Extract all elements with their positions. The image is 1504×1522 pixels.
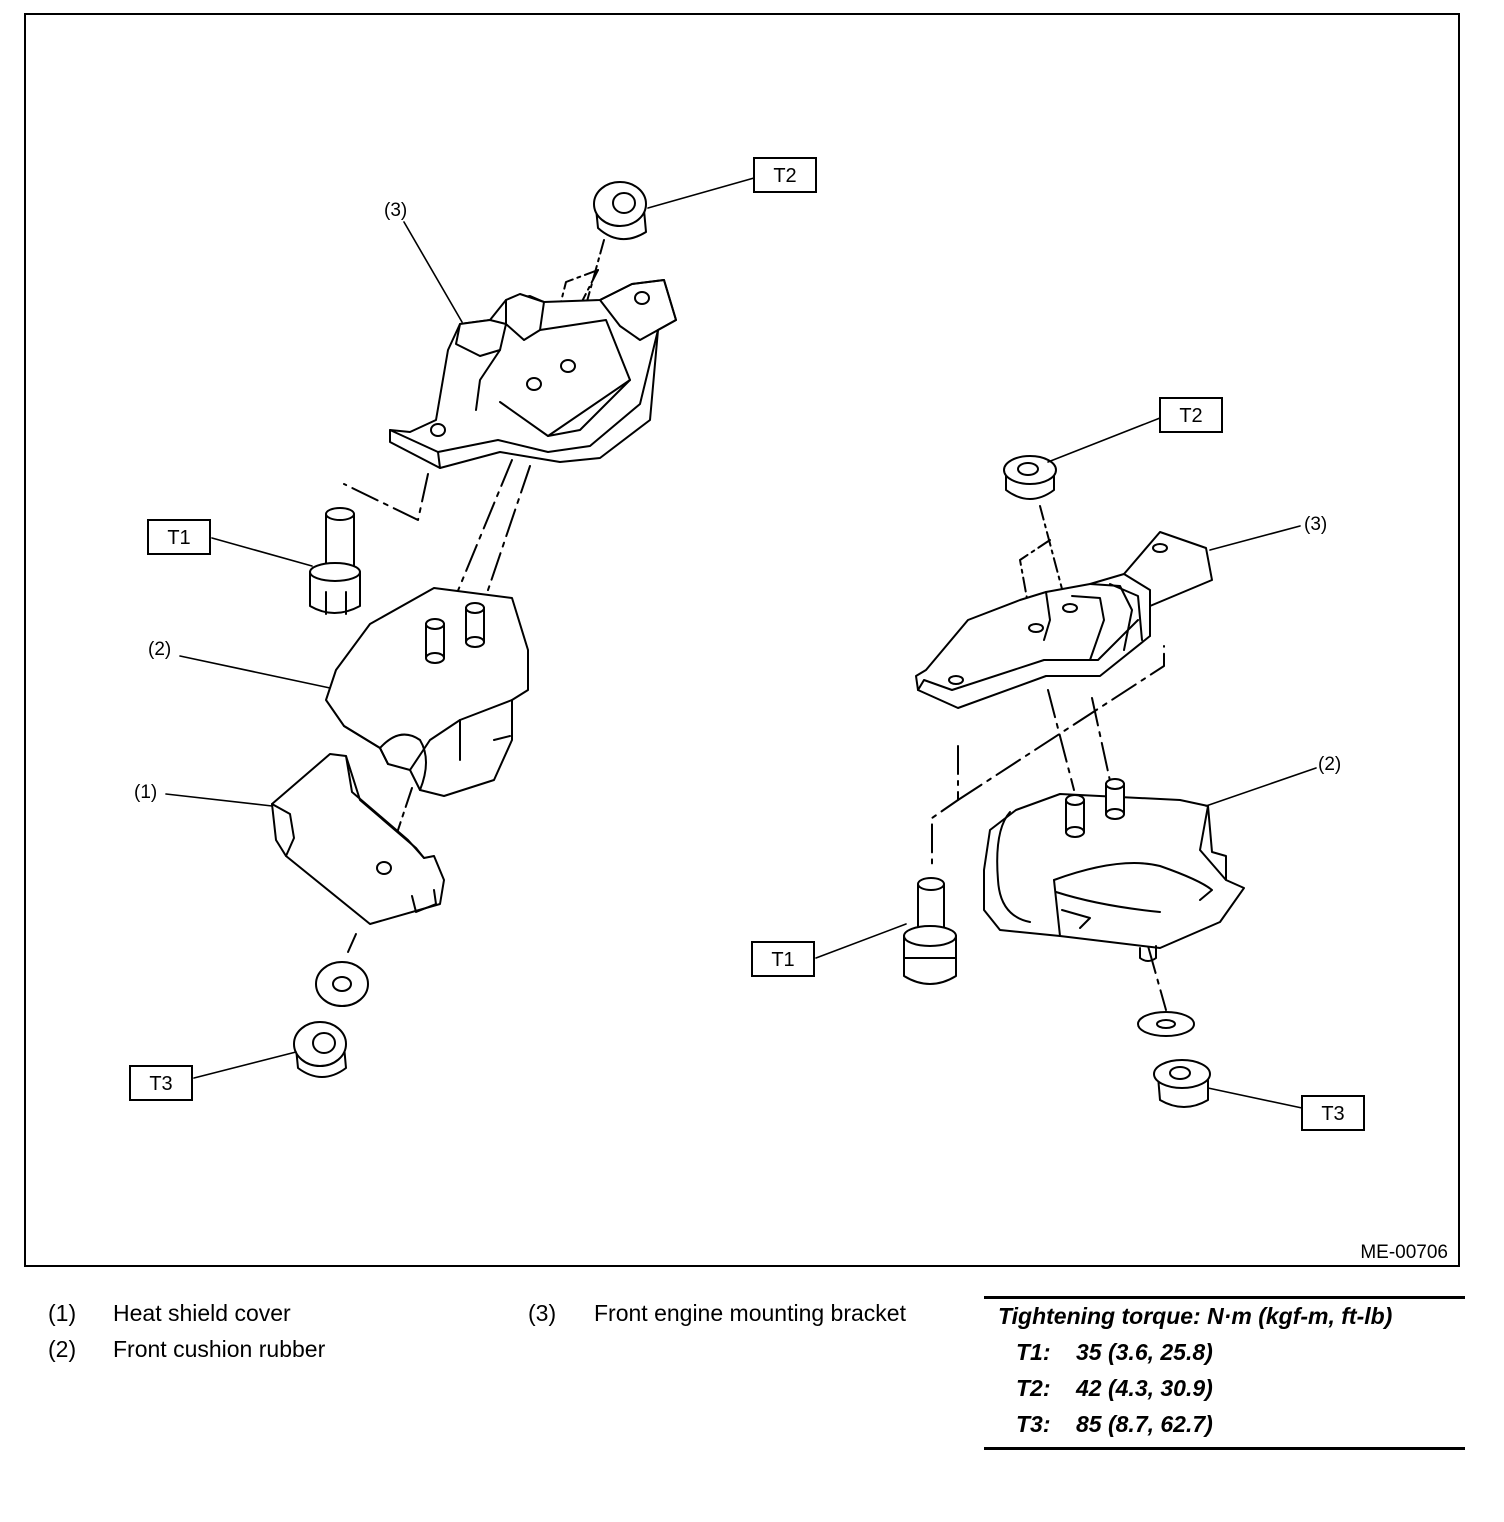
t2-box-left: [753, 157, 817, 193]
t2-label-left: T2: [773, 165, 796, 187]
t3-flange-nut-left: [293, 1021, 347, 1078]
t1-bolt-left: [309, 507, 361, 615]
cushion-rubber-right: [983, 778, 1245, 962]
cushion-rubber-left: [325, 587, 529, 797]
washer-left: [315, 961, 369, 1007]
heat-shield-cover-left: [271, 753, 445, 925]
callout-cushion-left: (2): [148, 639, 171, 660]
torque-row-t2: T2: 42 (4.3, 30.9): [1016, 1375, 1213, 1402]
t1-box-right: [751, 941, 815, 977]
torque-key: T3:: [1016, 1411, 1051, 1437]
torque-table: Tightening torque: N·m (kgf-m, ft-lb) T1…: [984, 1296, 1465, 1450]
mounting-bracket-left: [389, 279, 677, 469]
washer-right: [1137, 1011, 1195, 1037]
t1-bolt-right: [903, 877, 957, 985]
t1-box-left: [147, 519, 211, 555]
legend-number: (3): [528, 1300, 557, 1326]
callout-bracket-left: (3): [384, 200, 407, 221]
legend-number: (2): [48, 1336, 77, 1362]
torque-value: 42 (4.3, 30.9): [1076, 1375, 1213, 1401]
torque-row-t3: T3: 85 (8.7, 62.7): [1016, 1411, 1213, 1438]
figure-frame: [24, 13, 1460, 1267]
legend-text: Front cushion rubber: [113, 1336, 326, 1362]
t3-box-left: [129, 1065, 193, 1101]
torque-value: 85 (8.7, 62.7): [1076, 1411, 1213, 1437]
t2-flange-nut-left: [593, 181, 647, 240]
t2-flange-nut-right: [1003, 455, 1057, 500]
t3-label-left: T3: [149, 1073, 172, 1095]
t3-flange-nut-right: [1153, 1059, 1211, 1108]
t3-label-right: T3: [1321, 1103, 1344, 1125]
figure-code: ME-00706: [1360, 1242, 1448, 1263]
t3-box-right: [1301, 1095, 1365, 1131]
callout-cushion-right: (2): [1318, 754, 1341, 775]
legend-number: (1): [48, 1300, 77, 1326]
torque-header: Tightening torque: N·m (kgf-m, ft-lb): [998, 1303, 1393, 1329]
mounting-bracket-right: [915, 531, 1213, 709]
t2-box-right: [1159, 397, 1223, 433]
exploded-diagram: (3) (2) (1) (3) (2) T2 T1 T3 T2 T1 T3 ME…: [24, 13, 1460, 1267]
legend-text: Heat shield cover: [113, 1300, 291, 1326]
torque-value: 35 (3.6, 25.8): [1076, 1339, 1213, 1365]
legend-text: Front engine mounting bracket: [594, 1300, 906, 1326]
t1-label-right: T1: [771, 949, 794, 971]
torque-key: T1:: [1016, 1339, 1051, 1365]
callout-bracket-right: (3): [1304, 514, 1327, 535]
t1-label-left: T1: [167, 527, 190, 549]
torque-key: T2:: [1016, 1375, 1051, 1401]
torque-row-t1: T1: 35 (3.6, 25.8): [1016, 1339, 1213, 1366]
t2-label-right: T2: [1179, 405, 1202, 427]
callout-heat-shield-left: (1): [134, 782, 157, 803]
